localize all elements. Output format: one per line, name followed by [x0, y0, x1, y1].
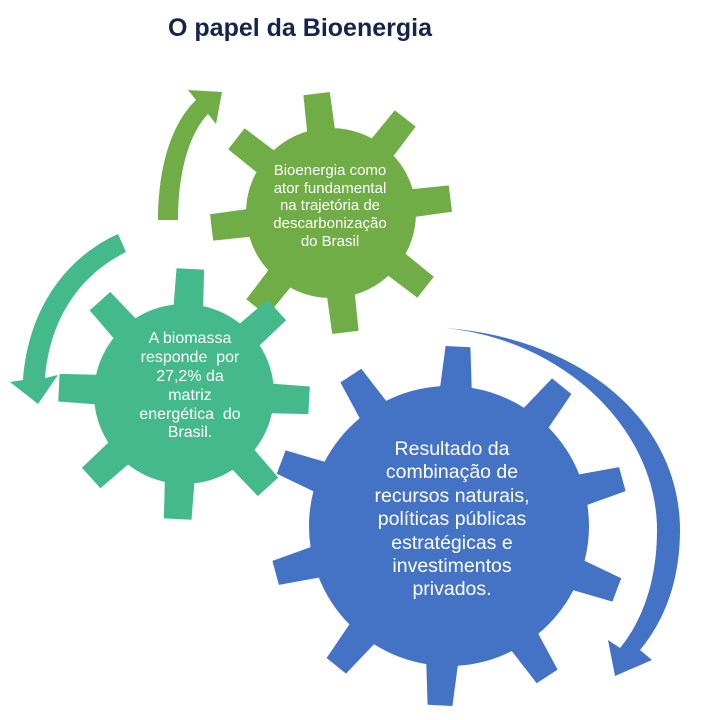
green-gear-line: do Brasil — [300, 232, 360, 250]
blue-gear-text: Resultado da combinação de recursos natu… — [352, 438, 552, 602]
teal-gear-line: responde por — [140, 348, 240, 366]
teal-gear-line: matriz — [168, 386, 212, 404]
green-gear-line: descarbonização — [273, 215, 387, 233]
teal-gear-line: Brasil. — [167, 424, 213, 442]
blue-gear-line: investimentos — [392, 554, 512, 577]
green-gear-line: Bioenergia como — [273, 162, 387, 179]
curved-arrow-down-icon — [10, 234, 126, 404]
blue-gear-line: recursos naturais, — [374, 484, 530, 507]
page-title: O papel da Bioenergia — [168, 14, 432, 42]
curved-arrow-up-icon — [158, 90, 222, 220]
blue-gear-line: combinação de — [385, 461, 519, 484]
blue-gear-line: estratégicas e — [391, 531, 513, 554]
green-gear — [210, 92, 452, 334]
blue-gear-line: Resultado da — [394, 438, 510, 460]
green-gear-line: ator fundamental — [273, 179, 387, 197]
teal-gear-line: 27,2% da — [156, 367, 224, 385]
teal-gear-text: A biomassa responde por 27,2% da matriz … — [110, 330, 270, 443]
green-gear-text: Bioenergia como ator fundamental na traj… — [255, 162, 405, 250]
teal-gear-line: A biomassa — [148, 330, 232, 347]
teal-gear-line: energética do — [139, 405, 241, 423]
blue-gear-line: privados. — [412, 578, 492, 601]
teal-gear — [58, 268, 310, 520]
blue-gear-line: políticas públicas — [377, 508, 527, 531]
blue-gear — [272, 346, 626, 706]
green-gear-line: na trajetória de — [279, 197, 381, 215]
